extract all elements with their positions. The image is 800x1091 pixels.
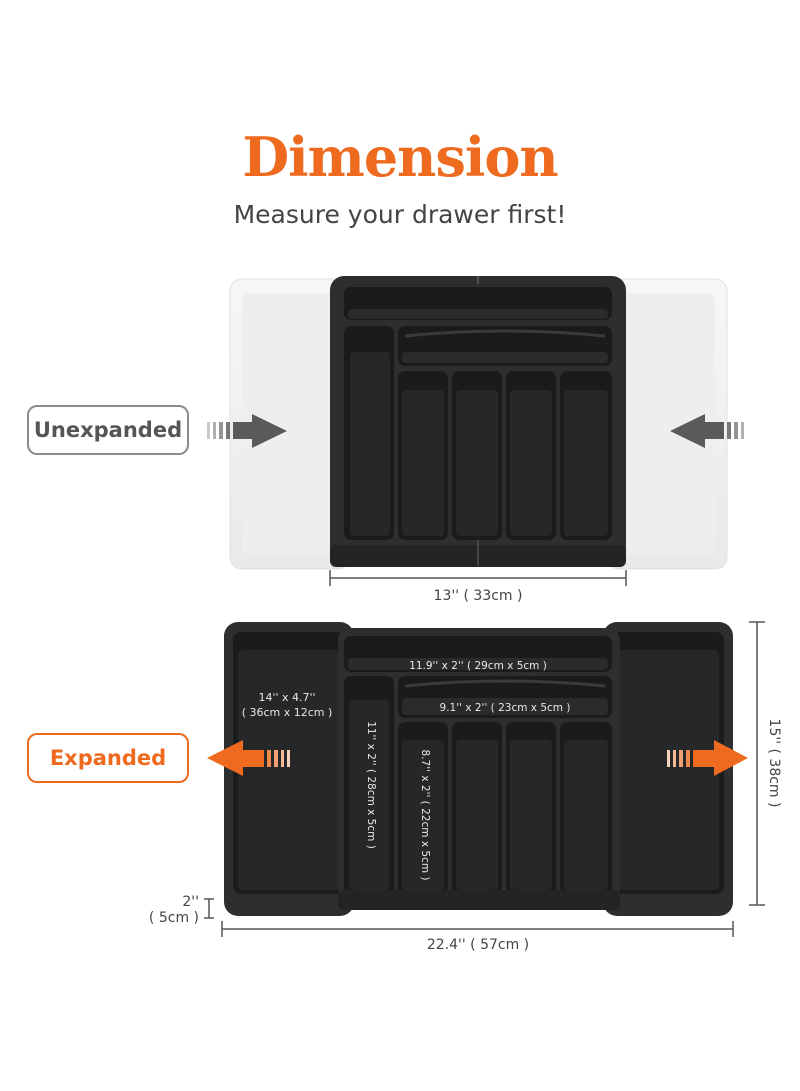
expanded-label: Expanded (27, 733, 189, 783)
arrow-left-orange-icon (207, 740, 290, 776)
expanded-tray: 14'' x 4.7'' ( 36cm x 12cm ) 11.9'' x 2'… (149, 621, 782, 953)
svg-text:15'' ( 38cm ): 15'' ( 38cm ) (766, 719, 782, 808)
unexpanded-label: Unexpanded (27, 405, 189, 455)
arrow-right-gray-icon (207, 414, 287, 448)
label-side-size: 14'' x 4.7'' (258, 691, 315, 704)
arrow-left-gray-icon (670, 414, 744, 448)
dimension-unexpanded-width: 13'' ( 33cm ) (329, 570, 627, 604)
dimension-depth: 15'' ( 38cm ) (749, 621, 782, 906)
svg-text:22.4'' ( 57cm ): 22.4'' ( 57cm ) (427, 937, 529, 953)
arrow-right-orange-icon (667, 740, 748, 776)
label-side-size-cm: ( 36cm x 12cm ) (242, 706, 333, 719)
label-left-slot: 11'' x 2'' ( 28cm x 5cm ) (365, 721, 377, 849)
page-title: Dimension (242, 125, 558, 189)
dimension-height: 2'' ( 5cm ) (149, 894, 214, 926)
dimension-expanded-width: 22.4'' ( 57cm ) (221, 921, 734, 953)
label-small-slot: 8.7'' x 2'' ( 22cm x 5cm ) (419, 750, 431, 881)
label-middle-slot: 9.1'' x 2'' ( 23cm x 5cm ) (440, 702, 571, 714)
page-subtitle: Measure your drawer first! (233, 200, 567, 229)
svg-text:( 5cm ): ( 5cm ) (149, 910, 199, 926)
svg-text:13'' ( 33cm ): 13'' ( 33cm ) (434, 588, 523, 604)
label-top-slot: 11.9'' x 2'' ( 29cm x 5cm ) (409, 660, 547, 672)
unexpanded-tray: 13'' ( 33cm ) (207, 276, 744, 604)
slots-small-expanded (398, 722, 612, 894)
slots-small (398, 371, 612, 540)
svg-text:2'': 2'' (182, 894, 199, 910)
